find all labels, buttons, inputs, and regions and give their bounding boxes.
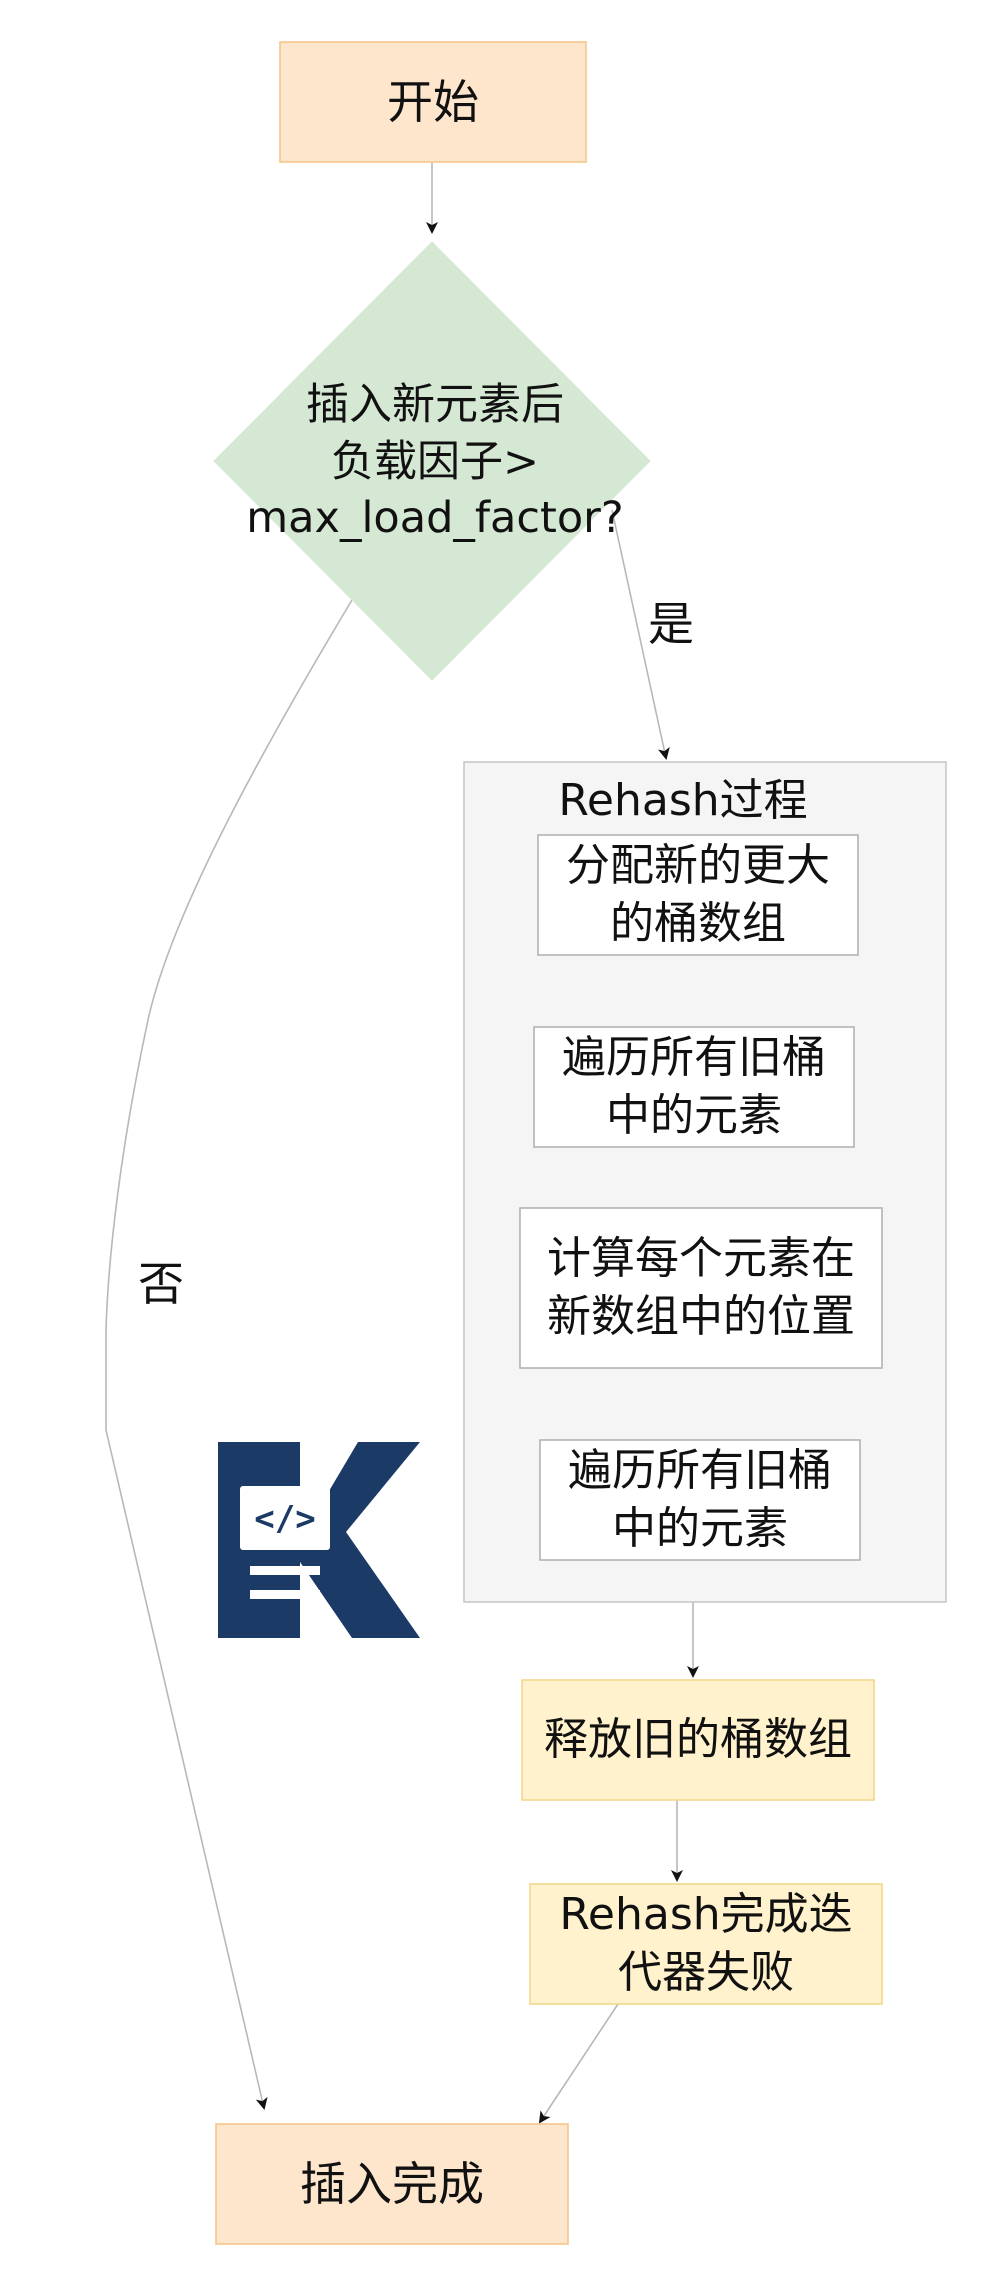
code-document-k-logo-icon: </> <box>218 1442 420 1638</box>
compute-node <box>519 1207 883 1369</box>
edge-decision-to-end-no <box>105 599 353 2110</box>
decision-label: 插入新元素后 负载因子> max_load_factor? <box>246 379 624 544</box>
alloc-node <box>537 834 859 956</box>
release-node <box>521 1679 875 1801</box>
decision-node <box>213 241 651 681</box>
rehash-group-title: Rehash过程 <box>558 774 808 826</box>
done-rehash-node <box>529 1883 883 2005</box>
iterate2-node <box>539 1439 861 1561</box>
start-label: 开始 <box>387 74 479 129</box>
compute-label: 计算每个元素在 新数组中的位置 <box>547 1232 855 1342</box>
iterate2-label: 遍历所有旧桶 中的元素 <box>568 1444 832 1554</box>
edge-label-no: 否 <box>138 1257 184 1311</box>
start-node <box>279 41 587 163</box>
release-label: 释放旧的桶数组 <box>544 1713 852 1765</box>
end-node <box>215 2123 569 2245</box>
done-rehash-label: Rehash完成迭 代器失败 <box>559 1888 853 1998</box>
edge-label-yes: 是 <box>648 597 694 651</box>
edge-done-to-end <box>538 2003 619 2124</box>
end-label: 插入完成 <box>300 2156 484 2211</box>
iterate1-node <box>533 1026 855 1148</box>
edge-decision-to-rehash-yes <box>611 509 670 760</box>
logo-code-glyph: </> <box>254 1499 315 1539</box>
alloc-label: 分配新的更大 的桶数组 <box>566 839 830 949</box>
iterate1-label: 遍历所有旧桶 中的元素 <box>562 1031 826 1141</box>
